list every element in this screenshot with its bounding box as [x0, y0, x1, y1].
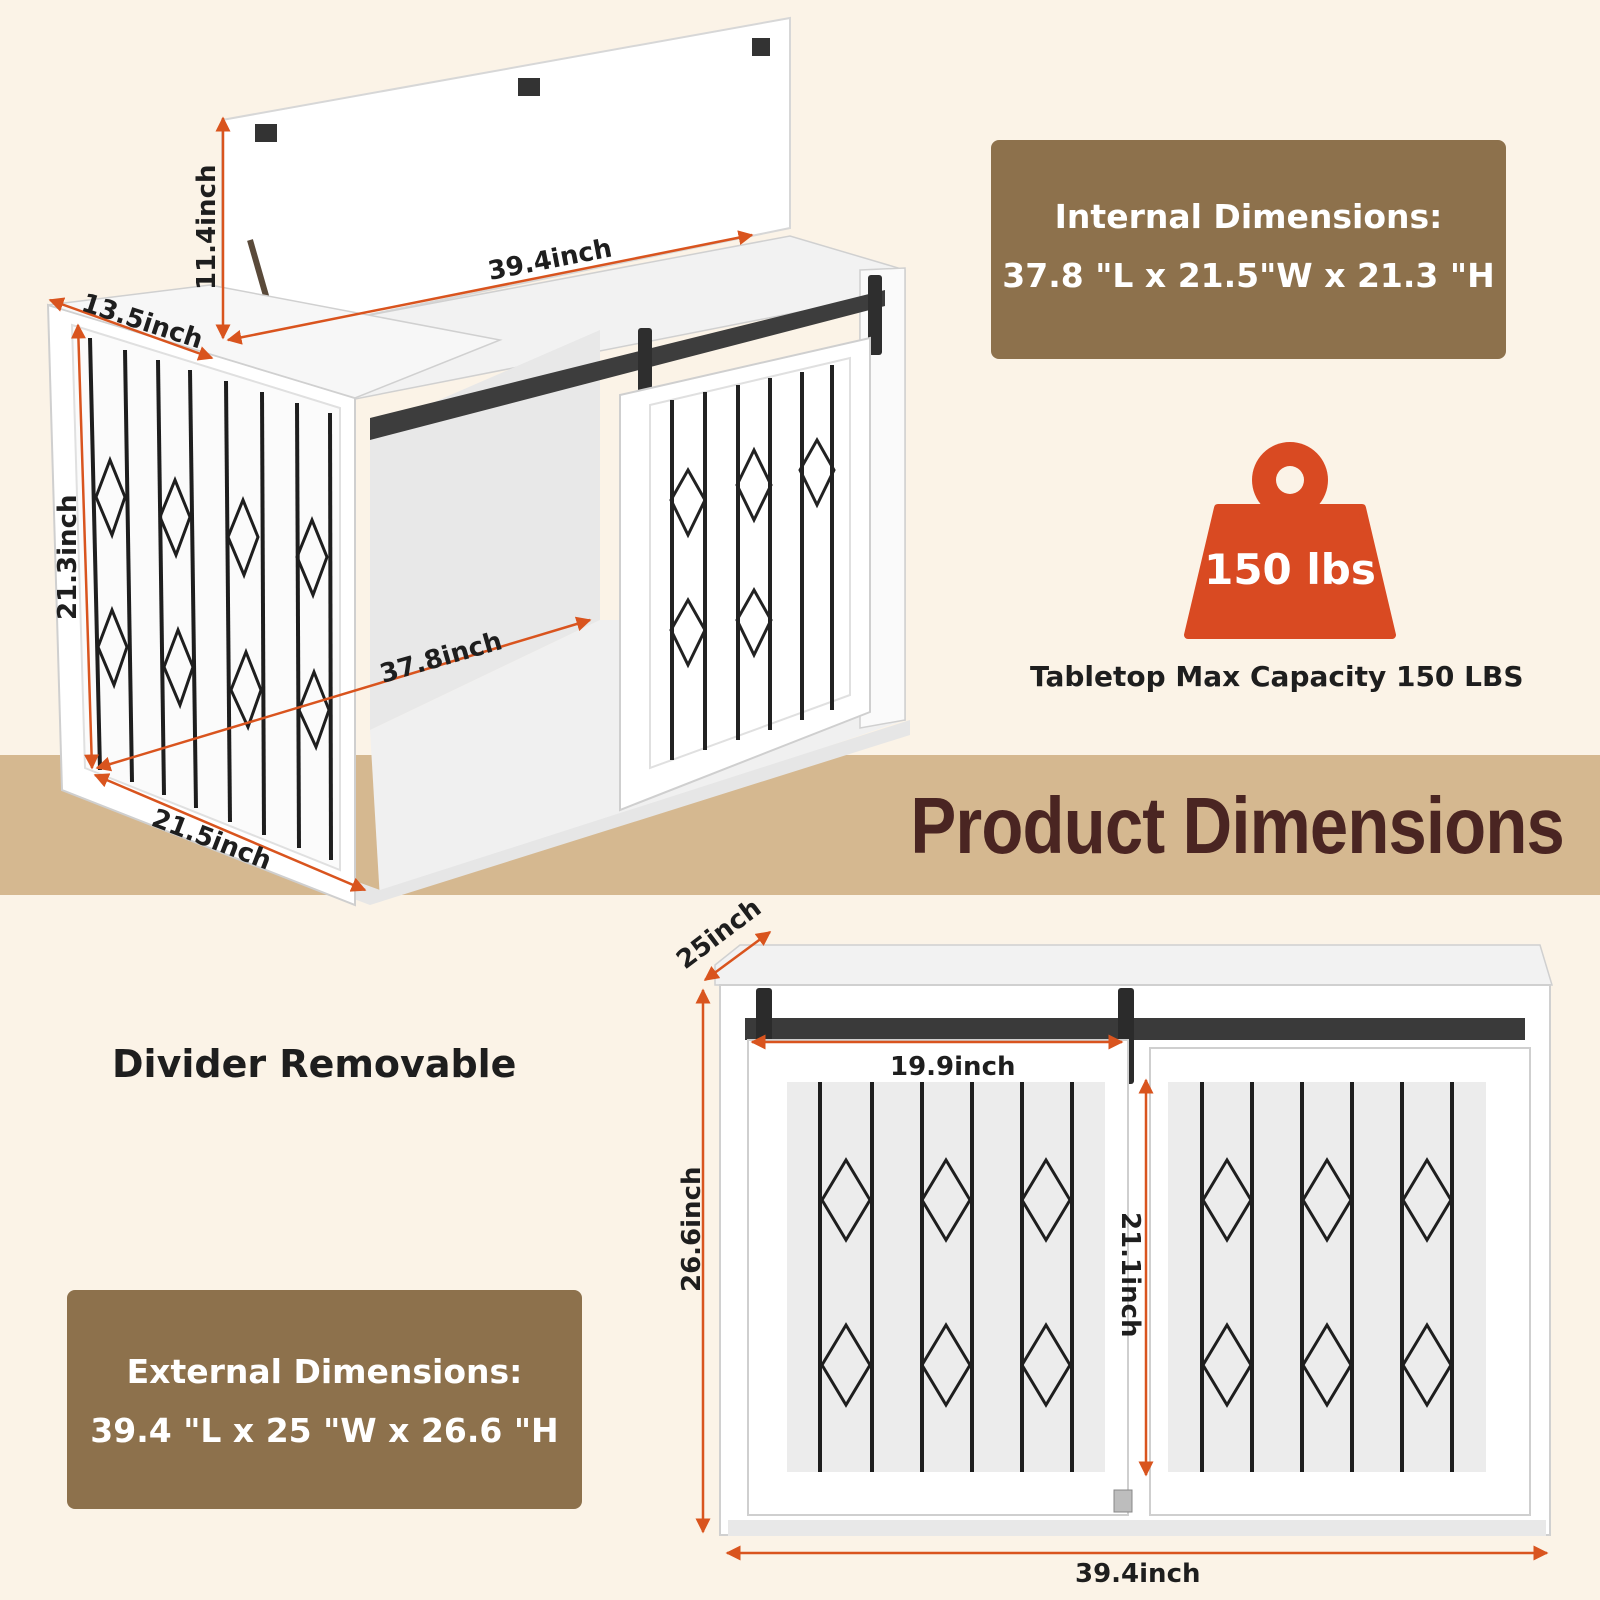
height-label: 21.3inch [53, 495, 83, 621]
page-title: Product Dimensions [910, 781, 1564, 870]
external-dimensions-value: 39.4 "L x 25 "W x 26.6 "H [90, 1411, 559, 1450]
internal-dimensions-panel: Internal Dimensions: 37.8 "L x 21.5"W x … [991, 140, 1506, 359]
capacity-caption: Tabletop Max Capacity 150 LBS [1030, 660, 1524, 693]
bottom-height-label: 26.6inch [677, 1167, 707, 1293]
weight-badge: 150 lbs [1204, 545, 1376, 594]
divider-note: Divider Removable [112, 1042, 517, 1086]
external-dimensions-panel: External Dimensions: 39.4 "L x 25 "W x 2… [67, 1290, 582, 1509]
external-dimensions-title: External Dimensions: [126, 1352, 523, 1391]
top-dimension-lines [48, 116, 754, 892]
internal-dimensions-title: Internal Dimensions: [1054, 197, 1443, 236]
door-width-label: 19.9inch [890, 1052, 1016, 1082]
lid-height-label: 11.4inch [192, 165, 222, 291]
door-height-label: 21.1inch [1115, 1212, 1145, 1338]
bottom-dimension-lines [695, 930, 1549, 1561]
top-cabinet [46, 16, 910, 907]
bottom-length-label: 39.4inch [1075, 1559, 1201, 1589]
internal-dimensions-value: 37.8 "L x 21.5"W x 21.3 "H [1002, 256, 1495, 295]
weight-icon [1184, 442, 1396, 639]
